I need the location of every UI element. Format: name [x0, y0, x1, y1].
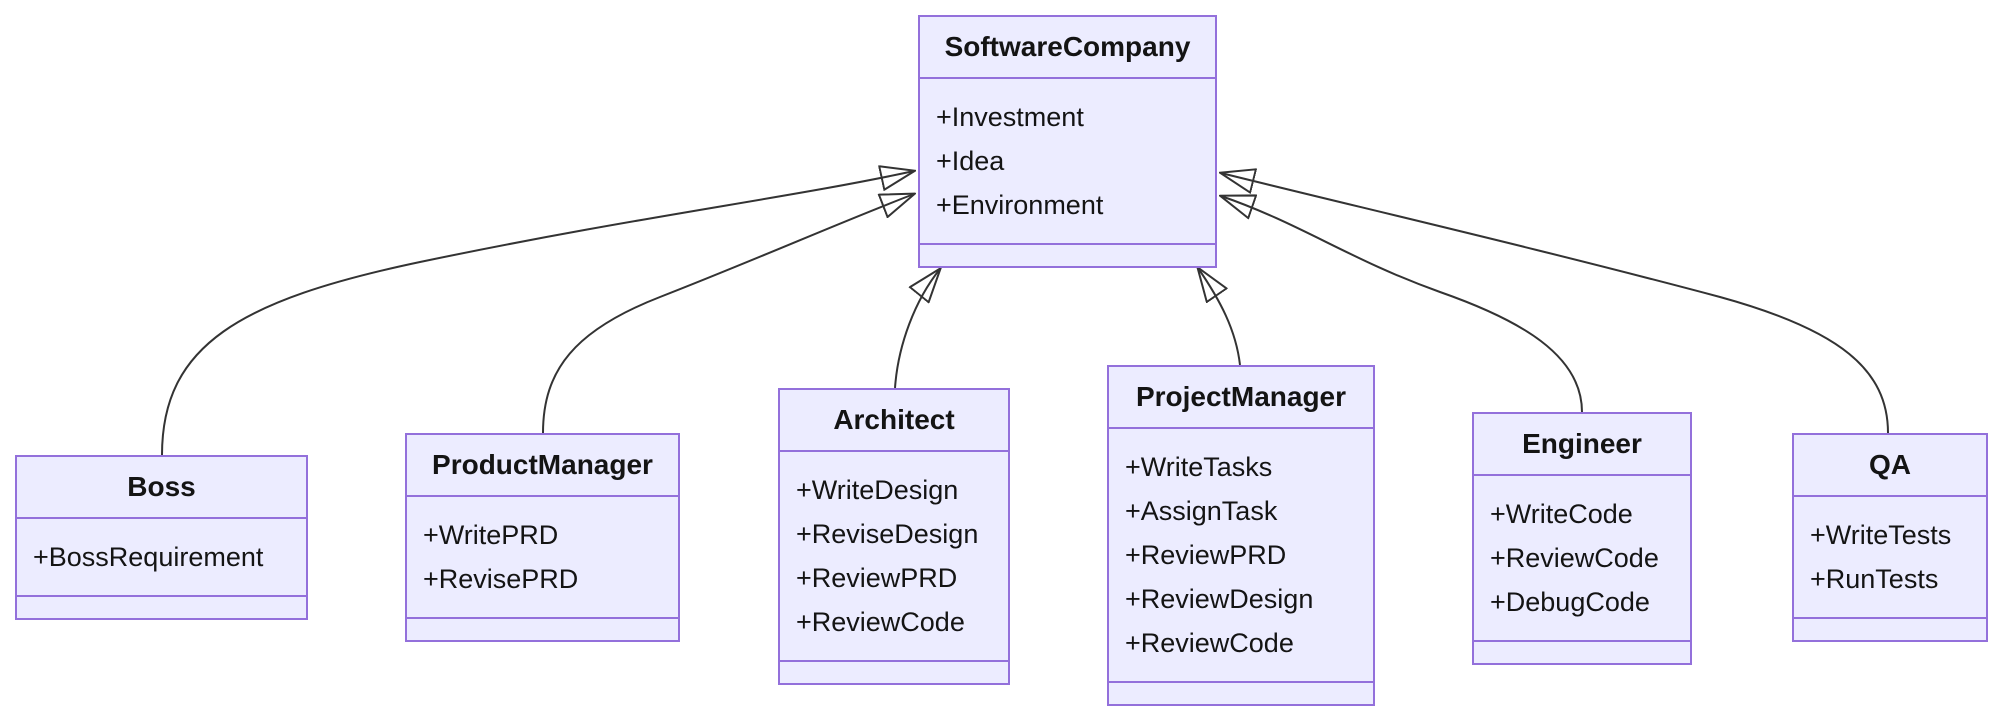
class-methods-empty	[1109, 683, 1373, 704]
class-attribute: +ReviewPRD	[796, 563, 958, 593]
class-attributes: +Investment +Idea +Environment	[920, 79, 1215, 245]
edge-boss-to-softwarecompany	[161, 171, 914, 456]
class-name: QA	[1794, 435, 1986, 497]
edge-engineer-to-softwarecompany	[1221, 196, 1583, 413]
edge-architect-to-softwarecompany	[894, 269, 940, 389]
class-attributes: +WriteDesign +ReviseDesign +ReviewPRD +Revi…	[780, 452, 1008, 662]
class-name: ProjectManager	[1109, 367, 1373, 429]
class-attribute: +WriteDesign	[796, 475, 959, 505]
class-attribute: +ReviewCode	[796, 607, 965, 637]
class-name: SoftwareCompany	[920, 17, 1215, 79]
class-attribute: +BossRequirement	[33, 542, 264, 572]
class-attribute: +ReviewCode	[1125, 628, 1294, 658]
class-attribute: +RevisePRD	[423, 564, 579, 594]
class-methods-empty	[780, 662, 1008, 683]
class-box-software-company: SoftwareCompany +Investment +Idea +Environ…	[918, 15, 1217, 268]
class-box-qa: QA +WriteTests +RunTests	[1792, 433, 1988, 642]
class-methods-empty	[920, 245, 1215, 266]
class-attributes: +WriteCode +ReviewCode +DebugCode	[1474, 476, 1690, 642]
class-methods-empty	[1474, 642, 1690, 663]
class-attributes: +BossRequirement	[17, 519, 306, 597]
class-attribute: +Environment	[936, 190, 1104, 220]
class-box-architect: Architect +WriteDesign +ReviseDesign +Revi…	[778, 388, 1010, 685]
class-attributes: +WritePRD +RevisePRD	[407, 497, 678, 619]
class-attribute: +ReviewCode	[1490, 543, 1659, 573]
class-attribute: +Investment	[936, 102, 1084, 132]
class-attribute: +AssignTask	[1125, 496, 1278, 526]
class-attribute: +ReviewDesign	[1125, 584, 1314, 614]
class-attribute: +WriteTests	[1810, 520, 1952, 550]
class-name: Architect	[780, 390, 1008, 452]
class-attribute: +RunTests	[1810, 564, 1939, 594]
class-box-project-manager: ProjectManager +WriteTasks +AssignTask +Re…	[1107, 365, 1375, 706]
class-name: Engineer	[1474, 414, 1690, 476]
class-attributes: +WriteTasks +AssignTask +ReviewPRD +ReviewD…	[1109, 429, 1373, 683]
class-methods-empty	[1794, 619, 1986, 640]
edge-productmanager-to-softwarecompany	[542, 194, 914, 434]
edge-qa-to-softwarecompany	[1221, 173, 1889, 434]
class-attribute: +WriteCode	[1490, 499, 1633, 529]
class-attribute: +WriteTasks	[1125, 452, 1273, 482]
class-methods-empty	[17, 597, 306, 618]
class-attribute: +ReviewPRD	[1125, 540, 1287, 570]
class-attribute: +ReviseDesign	[796, 519, 979, 549]
class-attribute: +WritePRD	[423, 520, 559, 550]
class-box-boss: Boss +BossRequirement	[15, 455, 308, 620]
class-box-product-manager: ProductManager +WritePRD +RevisePRD	[405, 433, 680, 642]
class-name: ProductManager	[407, 435, 678, 497]
class-attribute: +DebugCode	[1490, 587, 1650, 617]
class-attribute: +Idea	[936, 146, 1005, 176]
class-methods-empty	[407, 619, 678, 640]
class-name: Boss	[17, 457, 306, 519]
class-attributes: +WriteTests +RunTests	[1794, 497, 1986, 619]
class-box-engineer: Engineer +WriteCode +ReviewCode +DebugCode	[1472, 412, 1692, 665]
edge-projectmanager-to-softwarecompany	[1198, 268, 1241, 366]
